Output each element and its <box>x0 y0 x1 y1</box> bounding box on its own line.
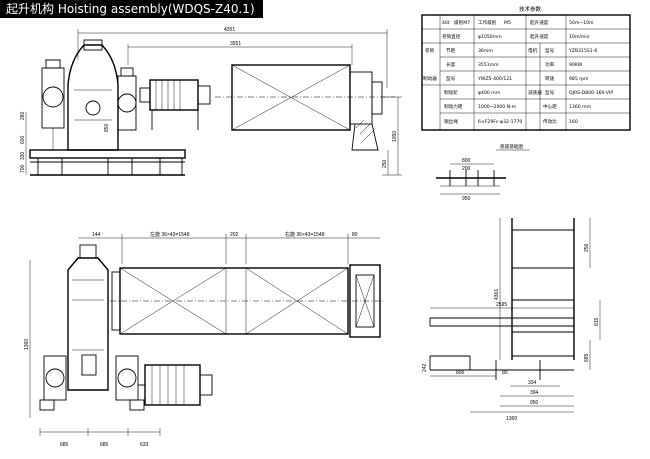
table-cell-4-4: 985 rpm <box>569 76 589 82</box>
table-cell-2-5: YZB315S1-6 <box>568 48 597 54</box>
table-cell-5-1: φ400 mm <box>478 90 501 96</box>
dim-330: 330 <box>20 151 26 160</box>
table-cell-2-1: 节距 <box>446 48 456 54</box>
table-cell-7-2: 传动比 <box>543 118 557 125</box>
dim-1360b: 1360 <box>506 416 517 422</box>
table-cell-0-2: 工作级别 <box>478 19 497 26</box>
dim-700: 700 <box>20 164 26 173</box>
table-cell-0-0: 40t <box>442 20 450 26</box>
table-cell-7-3: 160 <box>569 119 578 125</box>
dim-202: 202 <box>230 232 239 238</box>
dim-3551: 3551 <box>230 41 241 47</box>
dim-950b: 950 <box>530 400 539 406</box>
table-cell-2-0: 卷筒 <box>425 47 435 54</box>
dim-80b: 80 <box>502 370 508 376</box>
dim-600: 600 <box>20 135 26 144</box>
table-cell-1-1: φ1050mm <box>478 34 502 40</box>
dim-850: 850 <box>104 123 110 132</box>
table-cell-7-0: 钢丝绳 <box>444 118 458 125</box>
table-cell-1-2: 起升速度 <box>530 33 549 40</box>
dim-950: 950 <box>462 196 471 202</box>
table-cell-0-3: M5 <box>504 20 511 26</box>
table-cell-1-0: 卷筒直径 <box>442 33 461 40</box>
dim-685a: 685 <box>60 442 69 448</box>
table-cell-2-2: 36mm <box>478 48 493 54</box>
dim-256: 256 <box>584 243 590 252</box>
dim-4361: 4361 <box>494 289 500 300</box>
table-cell-3-1: 3551mm <box>478 62 499 68</box>
dim-685b: 685 <box>100 442 109 448</box>
dim-633: 633 <box>140 442 149 448</box>
page-title: 起升机构 Hoisting assembly(WDQS-Z40.1) <box>6 2 255 16</box>
table-cell-1-3: 10m/min <box>569 34 590 40</box>
table-cell-6-0: 制动力矩 <box>444 103 463 110</box>
dim-394: 394 <box>530 390 539 396</box>
frame-view: 底座基础图 800 200 950 4361 256 <box>422 143 601 422</box>
dim-80: 80 <box>352 232 358 238</box>
table-cell-5-3: 型号 <box>545 89 555 96</box>
table-cell-0-4: 起升速度 <box>530 19 549 26</box>
table-cell-3-2: 功率 <box>545 61 555 68</box>
dim-groove-left: 左旋 36×43=1548 <box>150 231 190 238</box>
dim-815: 815 <box>594 317 600 326</box>
table-cell-7-1: 6×F29Fc-φ32-1770 <box>478 119 522 125</box>
dim-896: 896 <box>456 370 465 376</box>
table-cell-6-1: 1000~2000 N·m <box>478 104 517 110</box>
dim-groove-right: 右旋 36×43=1548 <box>285 231 325 238</box>
dim-280: 280 <box>20 111 26 120</box>
dim-1360: 1360 <box>24 339 30 350</box>
table-cell-5-0: 制动轮 <box>444 89 458 96</box>
dim-144: 144 <box>92 232 101 238</box>
dim-200: 200 <box>462 166 471 172</box>
table-heading: 技术参数 <box>519 5 542 13</box>
plan-view: 144 左旋 36×43=1548 202 右旋 36×43=1548 80 <box>24 231 385 448</box>
table-cell-2-4: 型号 <box>545 47 555 54</box>
elevation-view: 4351 3551 <box>20 27 402 176</box>
dim-1050: 1050 <box>392 131 398 142</box>
table-cell-5-4: QJRS-D800-160-VIP <box>569 90 613 96</box>
table-cell-4-1: 型号 <box>446 75 456 82</box>
dim-2595: 2595 <box>496 302 507 308</box>
table-cell-2-3: 电机 <box>528 47 538 54</box>
table-cell-6-3: 1360 mm <box>569 104 592 110</box>
dim-685: 685 <box>584 353 590 362</box>
dim-334: 334 <box>528 380 537 386</box>
table-cell-3-3: 90KW <box>569 62 583 68</box>
table-cell-0-5: 50m~10m <box>569 20 594 26</box>
table-cell-4-2: YWZ5-400/121 <box>477 76 512 82</box>
dim-800: 800 <box>462 158 471 164</box>
table-cell-5-2: 减速器 <box>528 89 542 96</box>
table-cell-3-0: 长度 <box>446 61 456 68</box>
table-cell-4-3: 转速 <box>545 75 555 82</box>
table-cell-4-0: 制动器 <box>423 75 437 82</box>
table-cell-6-2: 中心距 <box>543 103 557 110</box>
dim-250: 250 <box>382 159 388 168</box>
table-cell-0-1: 级别M7 <box>454 19 470 26</box>
title-banner: 起升机构 Hoisting assembly(WDQS-Z40.1) <box>0 0 263 18</box>
dim-242: 242 <box>422 363 428 372</box>
parameter-table: 技术参数 40t 级别M7 工作级别 M5 起升速度 50m~10m 卷筒直径 … <box>421 5 631 131</box>
frame-title: 底座基础图 <box>500 143 523 150</box>
dim-4351: 4351 <box>224 27 235 33</box>
